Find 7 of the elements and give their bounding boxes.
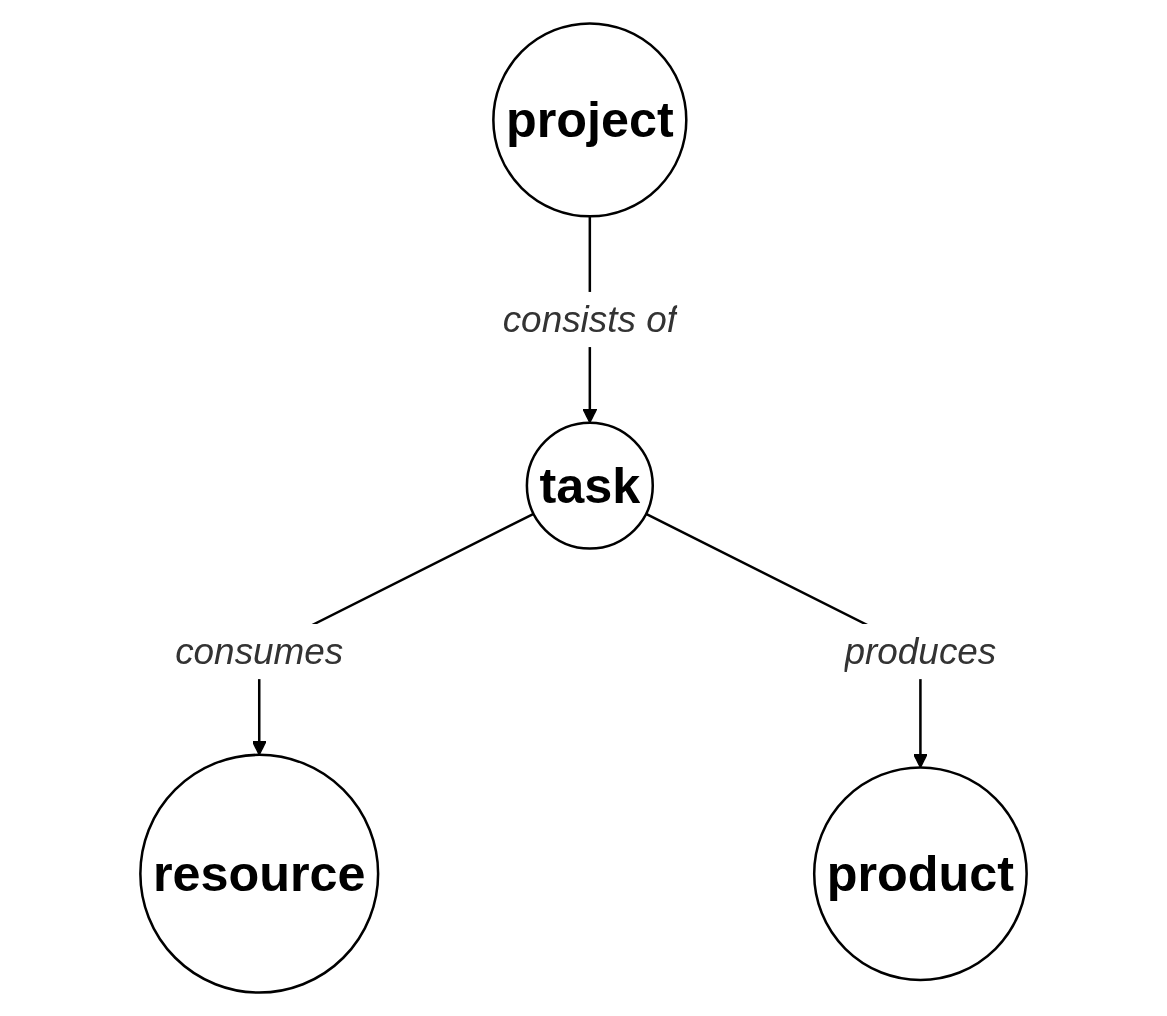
node-circle: project (492, 22, 688, 218)
edge-label: produces (844, 630, 997, 673)
node-circle: task (525, 421, 655, 550)
node-circle: product (812, 766, 1028, 982)
edge-label: consists of (502, 298, 677, 341)
node-circle: resource (139, 753, 380, 994)
edge-label: consumes (175, 630, 344, 673)
